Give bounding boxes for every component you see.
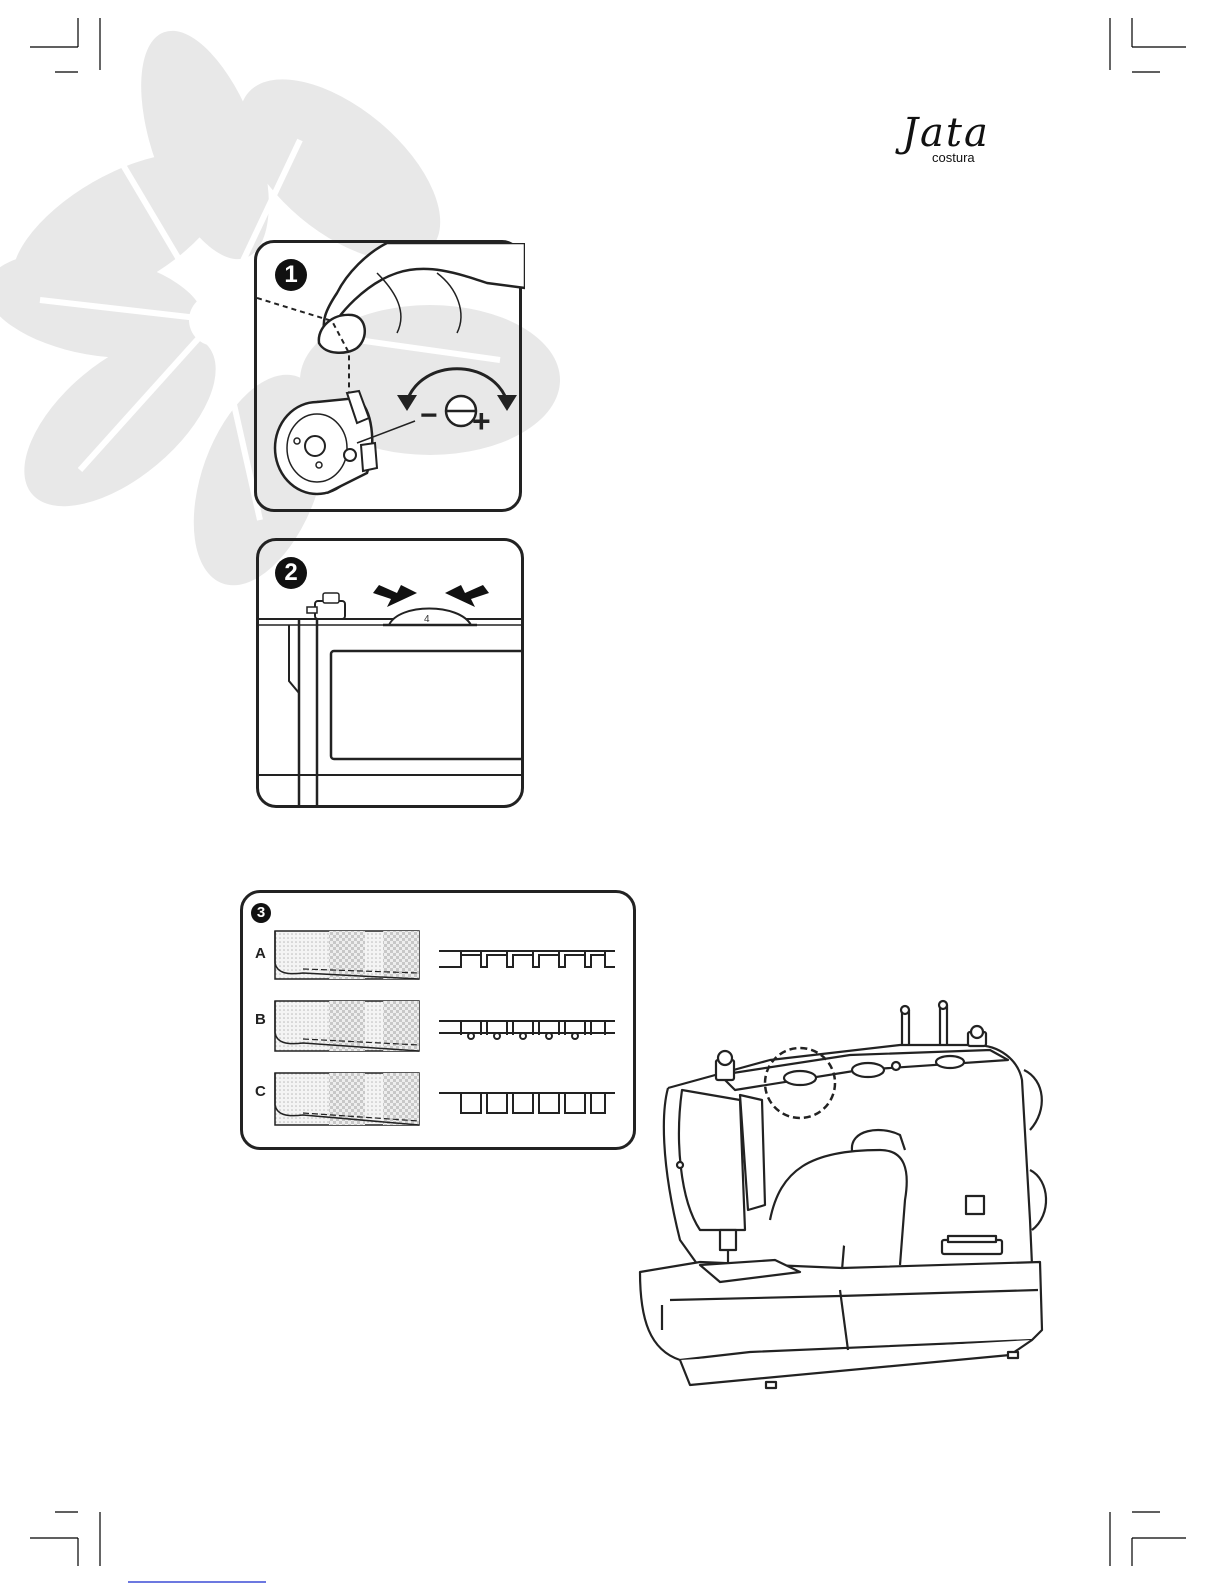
sewing-machine-illustration xyxy=(0,0,1224,1584)
